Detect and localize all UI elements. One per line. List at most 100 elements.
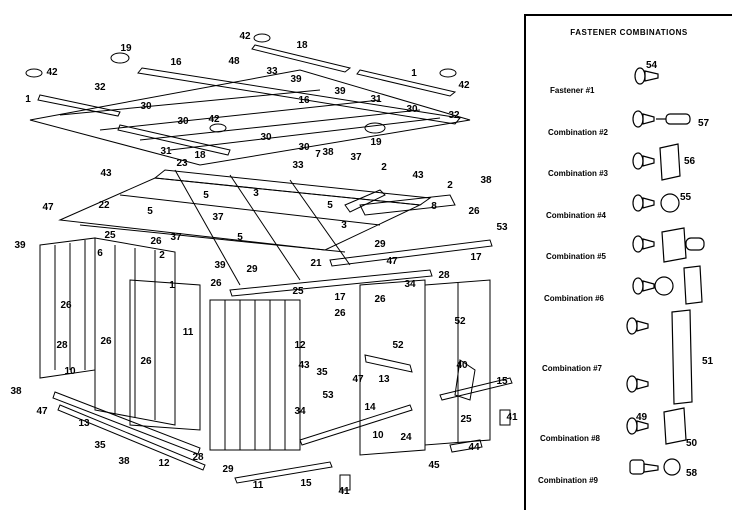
row-label: Combination #7 (542, 364, 603, 373)
part-number-label: 45 (428, 460, 440, 471)
part-number-label: 38 (480, 175, 492, 186)
part-number-label: 29 (246, 264, 258, 275)
part-number-label: 33 (292, 160, 304, 171)
part-number-label: 1 (169, 280, 175, 291)
part-number: 50 (686, 438, 698, 449)
part-number-label: 35 (94, 440, 106, 451)
part-number-label: 26 (334, 308, 346, 319)
part-number-label: 52 (392, 340, 404, 351)
fastener-drawings (626, 67, 705, 476)
part-number-label: 34 (404, 279, 416, 290)
part-number-label: 30 (177, 116, 189, 127)
part-number-label: 21 (310, 258, 322, 269)
part-number-label: 53 (496, 222, 508, 233)
part-number-label: 15 (300, 478, 312, 489)
part-number-label: 41 (506, 412, 518, 423)
part-number-label: 39 (290, 74, 302, 85)
part-number-label: 25 (104, 230, 116, 241)
part-number-label: 32 (94, 82, 106, 93)
part-number-label: 42 (239, 31, 251, 42)
row-label: Combination #2 (548, 128, 609, 137)
row-label: Combination #9 (538, 476, 599, 485)
part-number-label: 18 (296, 40, 308, 51)
part-number-label: 3 (253, 188, 259, 199)
row-label: Combination #8 (540, 434, 601, 443)
part-number-label: 2 (447, 180, 453, 191)
part-number-label: 28 (438, 270, 450, 281)
part-number-label: 38 (322, 147, 334, 158)
part-number-label: 42 (208, 114, 220, 125)
part-number-label: 47 (352, 374, 364, 385)
part-number: 58 (686, 468, 698, 479)
part-number-label: 26 (150, 236, 162, 247)
part-number-label: 32 (448, 110, 460, 121)
part-number-label: 15 (496, 376, 508, 387)
part-number-label: 40 (456, 360, 468, 371)
part-number-label: 39 (14, 240, 26, 251)
part-number-label: 7 (315, 149, 321, 160)
part-number-label: 38 (118, 456, 130, 467)
row-label: Combination #5 (546, 252, 607, 261)
part-number-label: 41 (338, 486, 350, 497)
part-number-label: 3 (341, 220, 347, 231)
part-number-label: 25 (460, 414, 472, 425)
part-number-label: 12 (294, 340, 306, 351)
part-number-label: 19 (120, 43, 132, 54)
part-number-label: 39 (334, 86, 346, 97)
part-number-label: 47 (42, 202, 54, 213)
part-number-label: 5 (237, 232, 243, 243)
row-label: Combination #3 (548, 169, 609, 178)
part-number: 56 (684, 156, 696, 167)
part-number-label: 47 (36, 406, 48, 417)
part-number-label: 35 (316, 367, 328, 378)
part-number-label: 52 (454, 316, 466, 327)
part-number-label: 8 (431, 201, 437, 212)
part-number: 51 (702, 356, 714, 367)
part-number-label: 5 (327, 200, 333, 211)
part-number-label: 26 (374, 294, 386, 305)
row-label: Combination #4 (546, 211, 607, 220)
part-number-label: 17 (470, 252, 482, 263)
fastener-combinations-panel: FASTENER COMBINATIONS Fastener #1 Combin… (524, 14, 732, 510)
part-number-label: 28 (192, 452, 204, 463)
part-number-label: 28 (56, 340, 68, 351)
part-number-label: 30 (406, 104, 418, 115)
part-number-label: 10 (372, 430, 384, 441)
part-number-label: 2 (159, 250, 165, 261)
part-number-label: 5 (147, 206, 153, 217)
part-number-label: 31 (370, 94, 382, 105)
part-number-label: 11 (252, 480, 264, 491)
part-number-label: 44 (468, 442, 480, 453)
part-number-label: 53 (322, 390, 334, 401)
part-number-label: 23 (176, 158, 188, 169)
part-number-label: 10 (64, 366, 76, 377)
part-number-label: 30 (298, 142, 310, 153)
part-number-label: 26 (210, 278, 222, 289)
part-number-label: 31 (160, 146, 172, 157)
part-number-label: 1 (411, 68, 417, 79)
part-number-label: 5 (203, 190, 209, 201)
part-number-label: 34 (294, 406, 306, 417)
part-number-label: 6 (97, 248, 103, 259)
part-number-label: 22 (98, 200, 110, 211)
part-number-label: 42 (46, 67, 58, 78)
row-label: Combination #6 (544, 294, 605, 303)
part-number-label: 43 (298, 360, 310, 371)
part-number-label: 16 (170, 57, 182, 68)
part-number-label: 14 (364, 402, 376, 413)
part-number-label: 26 (468, 206, 480, 217)
part-number-label: 13 (78, 418, 90, 429)
part-number-label: 30 (140, 101, 152, 112)
part-number-label: 39 (214, 260, 226, 271)
part-number-label: 13 (378, 374, 390, 385)
part-number-label: 17 (334, 292, 346, 303)
part-number-label: 37 (170, 232, 182, 243)
part-number-label: 12 (158, 458, 170, 469)
part-number: 55 (680, 192, 692, 203)
part-number-label: 24 (400, 432, 412, 443)
part-number-label: 26 (60, 300, 72, 311)
part-number: 54 (646, 60, 658, 71)
part-number: 57 (698, 118, 710, 129)
part-number-label: 16 (298, 95, 310, 106)
